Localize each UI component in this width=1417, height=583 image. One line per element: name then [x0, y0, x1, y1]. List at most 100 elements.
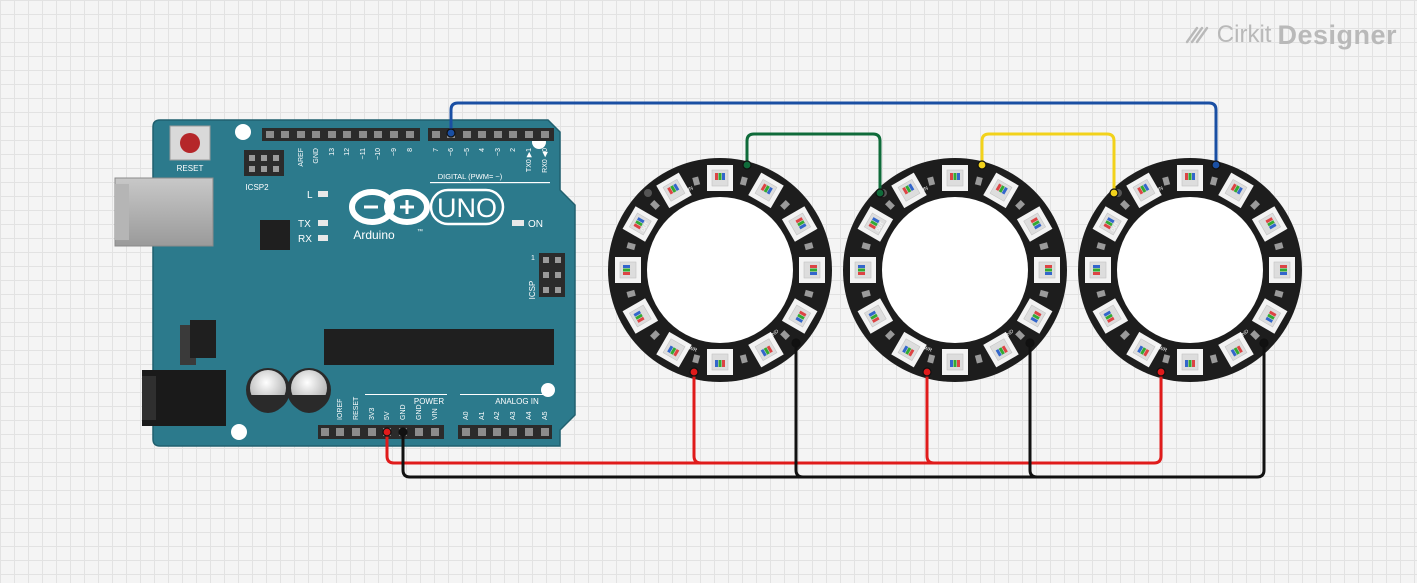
wire-endpoint[interactable] — [791, 338, 801, 348]
header-pin[interactable] — [359, 131, 367, 138]
header-pin[interactable] — [374, 131, 382, 138]
header-pin[interactable] — [541, 131, 549, 138]
ring-capacitor — [974, 176, 983, 186]
uno-text: UNO — [437, 193, 497, 223]
wire-endpoint[interactable] — [875, 188, 885, 198]
header-pin[interactable] — [368, 428, 376, 436]
ring-capacitor — [1250, 330, 1261, 341]
led-pixel — [850, 257, 876, 283]
logo-designer-text: Designer — [1277, 19, 1397, 50]
pin-label: ~10 — [375, 148, 382, 160]
pin-label: A5 — [542, 411, 549, 420]
led-tx — [318, 220, 328, 226]
wire-endpoint[interactable] — [922, 367, 932, 377]
header-pin[interactable] — [525, 428, 533, 436]
arduino-text: Arduino — [353, 228, 395, 242]
led-pixel — [1251, 298, 1288, 334]
wire-red-power[interactable] — [385, 370, 1163, 465]
wire-endpoint[interactable] — [742, 160, 752, 170]
pin-label: ~3 — [495, 148, 502, 156]
header-pin[interactable] — [478, 428, 486, 436]
wire-endpoint[interactable] — [1025, 338, 1035, 348]
pin-label: 12 — [344, 148, 351, 156]
wire-endpoint[interactable] — [446, 128, 456, 138]
header-pin[interactable] — [321, 428, 329, 436]
wire-endpoint[interactable] — [977, 160, 987, 170]
cirkit-designer-logo: Cirkit Designer — [1185, 18, 1397, 52]
header-pin[interactable] — [509, 428, 517, 436]
pin-label: GND — [416, 404, 423, 420]
header-pin[interactable] — [406, 131, 414, 138]
cirkit-logo-icon — [1185, 26, 1208, 44]
led-pixel — [707, 349, 733, 375]
header-pin[interactable] — [431, 428, 439, 436]
header-pin[interactable] — [462, 428, 470, 436]
wire-blue-data[interactable] — [449, 101, 1218, 167]
ring-capacitor — [804, 289, 814, 298]
power-label-line — [365, 394, 447, 395]
header-pin[interactable] — [415, 428, 423, 436]
arduino-infinity-logo — [349, 189, 430, 225]
header-pin[interactable] — [343, 131, 351, 138]
header-pin[interactable] — [312, 131, 320, 138]
header-pin[interactable] — [297, 131, 305, 138]
pin-label: A0 — [463, 411, 470, 420]
header-pin[interactable] — [463, 131, 471, 138]
pin-label: GND — [313, 148, 320, 164]
ring-capacitor — [626, 289, 636, 298]
wire-yellow-chain[interactable] — [980, 132, 1116, 195]
wire-endpoint[interactable] — [382, 427, 392, 437]
ring-capacitor — [1209, 176, 1218, 186]
header-pin[interactable] — [493, 428, 501, 436]
ring-capacitor — [1209, 354, 1218, 364]
header-pin[interactable] — [336, 428, 344, 436]
header-pin[interactable] — [328, 131, 336, 138]
ring-pad-label-gnd: GND — [1003, 328, 1016, 340]
ring-pad-label-in: IN — [687, 185, 694, 192]
led-pixel — [1016, 298, 1053, 334]
header-pin[interactable] — [478, 131, 486, 138]
wire-endpoint[interactable] — [398, 427, 408, 437]
ring-capacitor — [1096, 289, 1106, 298]
ring-pad-label-pwr: PWR — [685, 344, 698, 354]
led-pixel — [799, 257, 825, 283]
pin-label: 2 — [510, 148, 517, 152]
ring-capacitor — [1039, 242, 1049, 251]
header-pin[interactable] — [390, 131, 398, 138]
wire-green-chain[interactable] — [745, 132, 882, 195]
header-pin[interactable] — [352, 428, 360, 436]
reset-button-cap[interactable] — [180, 133, 200, 153]
ring-capacitor — [780, 330, 791, 341]
wire-endpoint[interactable] — [1109, 188, 1119, 198]
wire-endpoint[interactable] — [1156, 367, 1166, 377]
ring-hole — [882, 197, 1028, 343]
header-pin[interactable] — [494, 131, 502, 138]
header-pin[interactable] — [541, 428, 549, 436]
wire-endpoint[interactable] — [1211, 160, 1221, 170]
led-pixel — [1177, 349, 1203, 375]
header-pin[interactable] — [432, 131, 440, 138]
header-pin[interactable] — [509, 131, 517, 138]
wire-black-ground[interactable] — [401, 341, 1266, 479]
pin-label: RX0 ◀0 — [542, 148, 549, 173]
led-pixel — [707, 165, 733, 191]
pin-label: GND — [400, 404, 407, 420]
header-pin[interactable] — [525, 131, 533, 138]
pin-label: VIN — [432, 408, 439, 420]
header-pin[interactable] — [266, 131, 274, 138]
power-header — [318, 425, 444, 439]
mount-hole — [231, 424, 247, 440]
led-pixel — [748, 172, 784, 209]
voltage-regulator-body — [190, 320, 216, 358]
pin-label: A2 — [494, 411, 501, 420]
header-pin[interactable] — [281, 131, 289, 138]
wire-endpoint[interactable] — [689, 367, 699, 377]
wire-endpoint[interactable] — [1259, 338, 1269, 348]
trademark: ™ — [417, 228, 423, 235]
ring-capacitor — [649, 199, 660, 210]
